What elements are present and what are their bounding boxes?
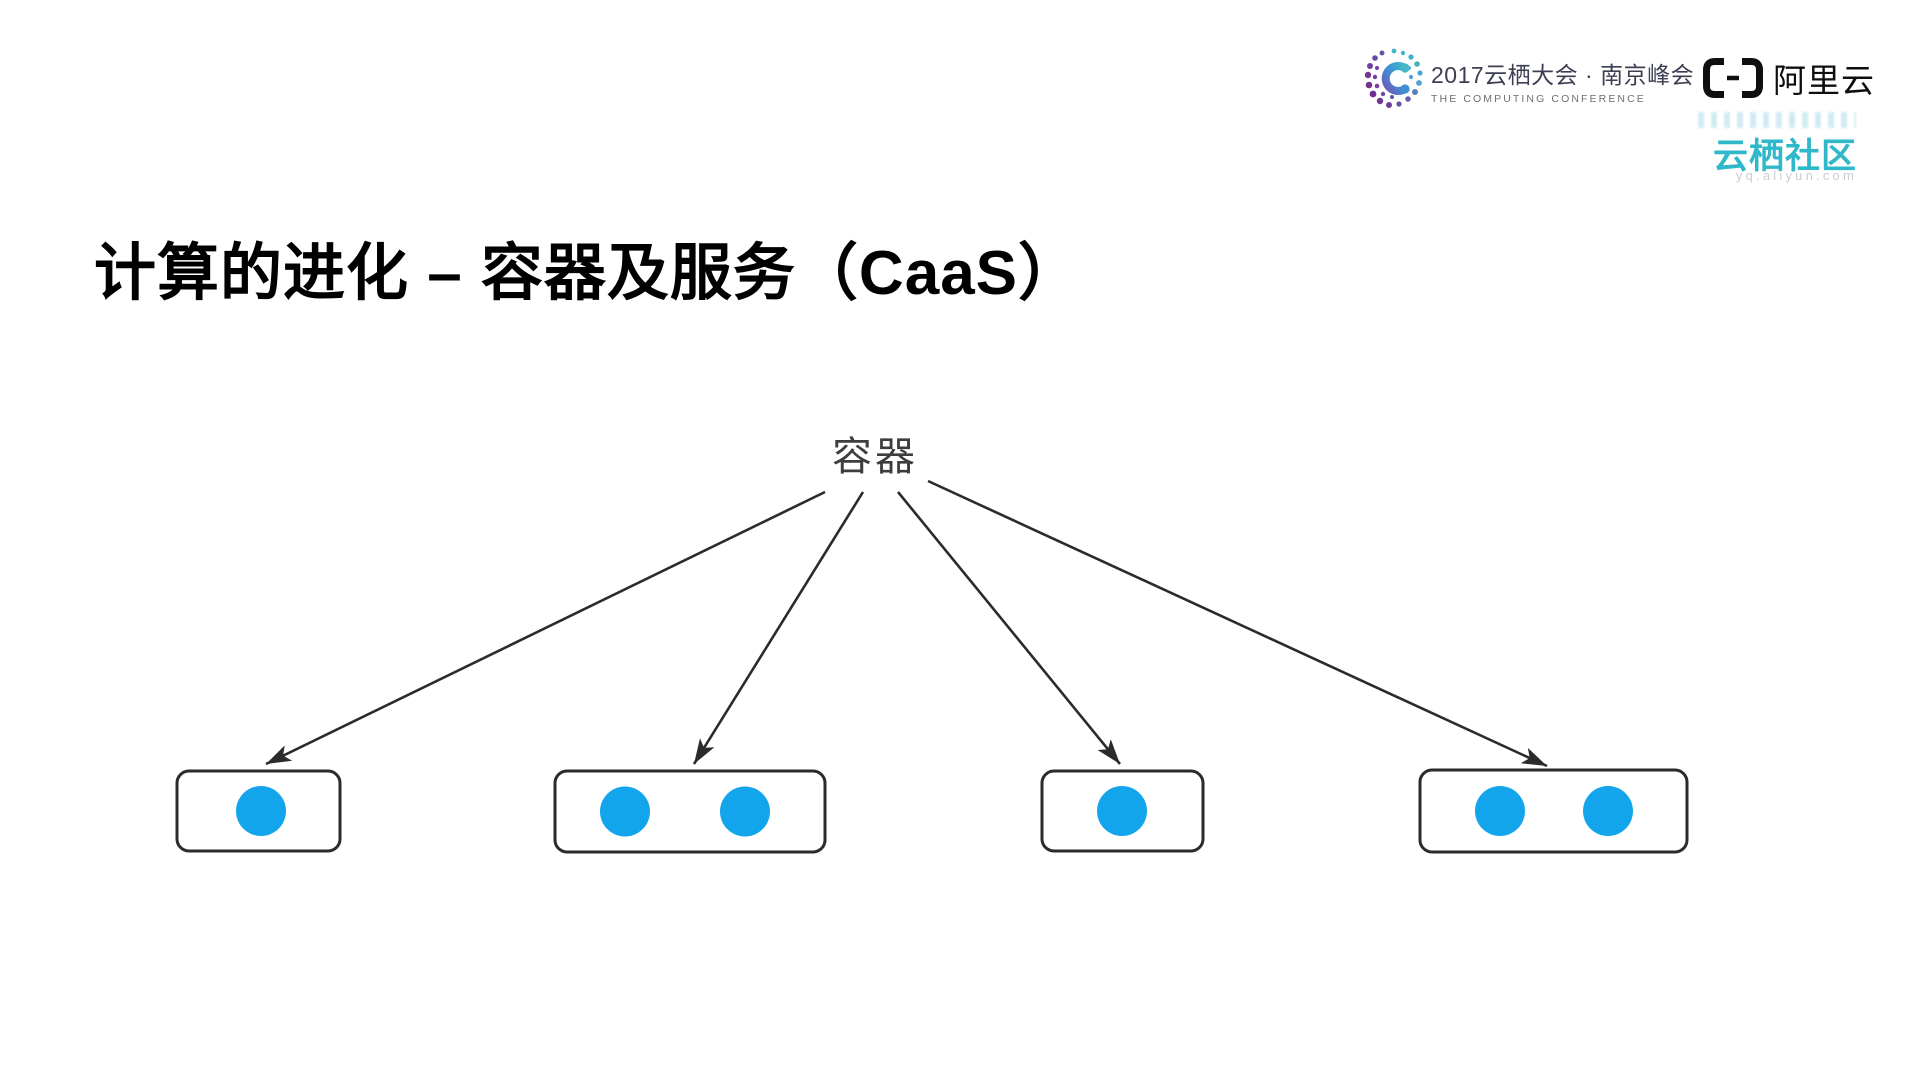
host-box	[1418, 768, 1689, 854]
yunqi-community-label: 云栖社区	[1712, 137, 1857, 176]
conference-subtitle: THE COMPUTING CONFERENCE	[1431, 93, 1646, 105]
container-dot	[600, 786, 650, 837]
host-box	[553, 769, 827, 854]
computing-conference-logo: 2017云栖大会 · 南京峰会 THE COMPUTING CONFERENCE	[1365, 46, 1694, 112]
container-dot	[1475, 786, 1525, 836]
container-dot	[1097, 786, 1147, 836]
container-dot	[236, 786, 286, 836]
slide-title: 计算的进化 – 容器及服务（CaaS）	[94, 239, 1082, 308]
container-dot	[720, 786, 770, 837]
computing-conference-icon	[1365, 48, 1423, 108]
alibaba-cloud-bracket-icon	[1703, 58, 1763, 98]
connector-arrow	[692, 491, 865, 765]
connector-arrow	[265, 490, 826, 766]
connector-arrow	[896, 491, 1122, 765]
alibaba-cloud-label: 阿里云	[1773, 62, 1875, 99]
faded-watermark	[1698, 112, 1856, 128]
container-root-label: 容器	[832, 435, 918, 479]
yunqi-community-url: yq.aliyun.com	[1735, 168, 1857, 183]
alibaba-cloud-logo: 阿里云	[1703, 54, 1875, 102]
conference-title: 2017云栖大会 · 南京峰会	[1431, 62, 1695, 88]
connector-arrow	[927, 479, 1548, 768]
container-dot	[1583, 786, 1633, 836]
